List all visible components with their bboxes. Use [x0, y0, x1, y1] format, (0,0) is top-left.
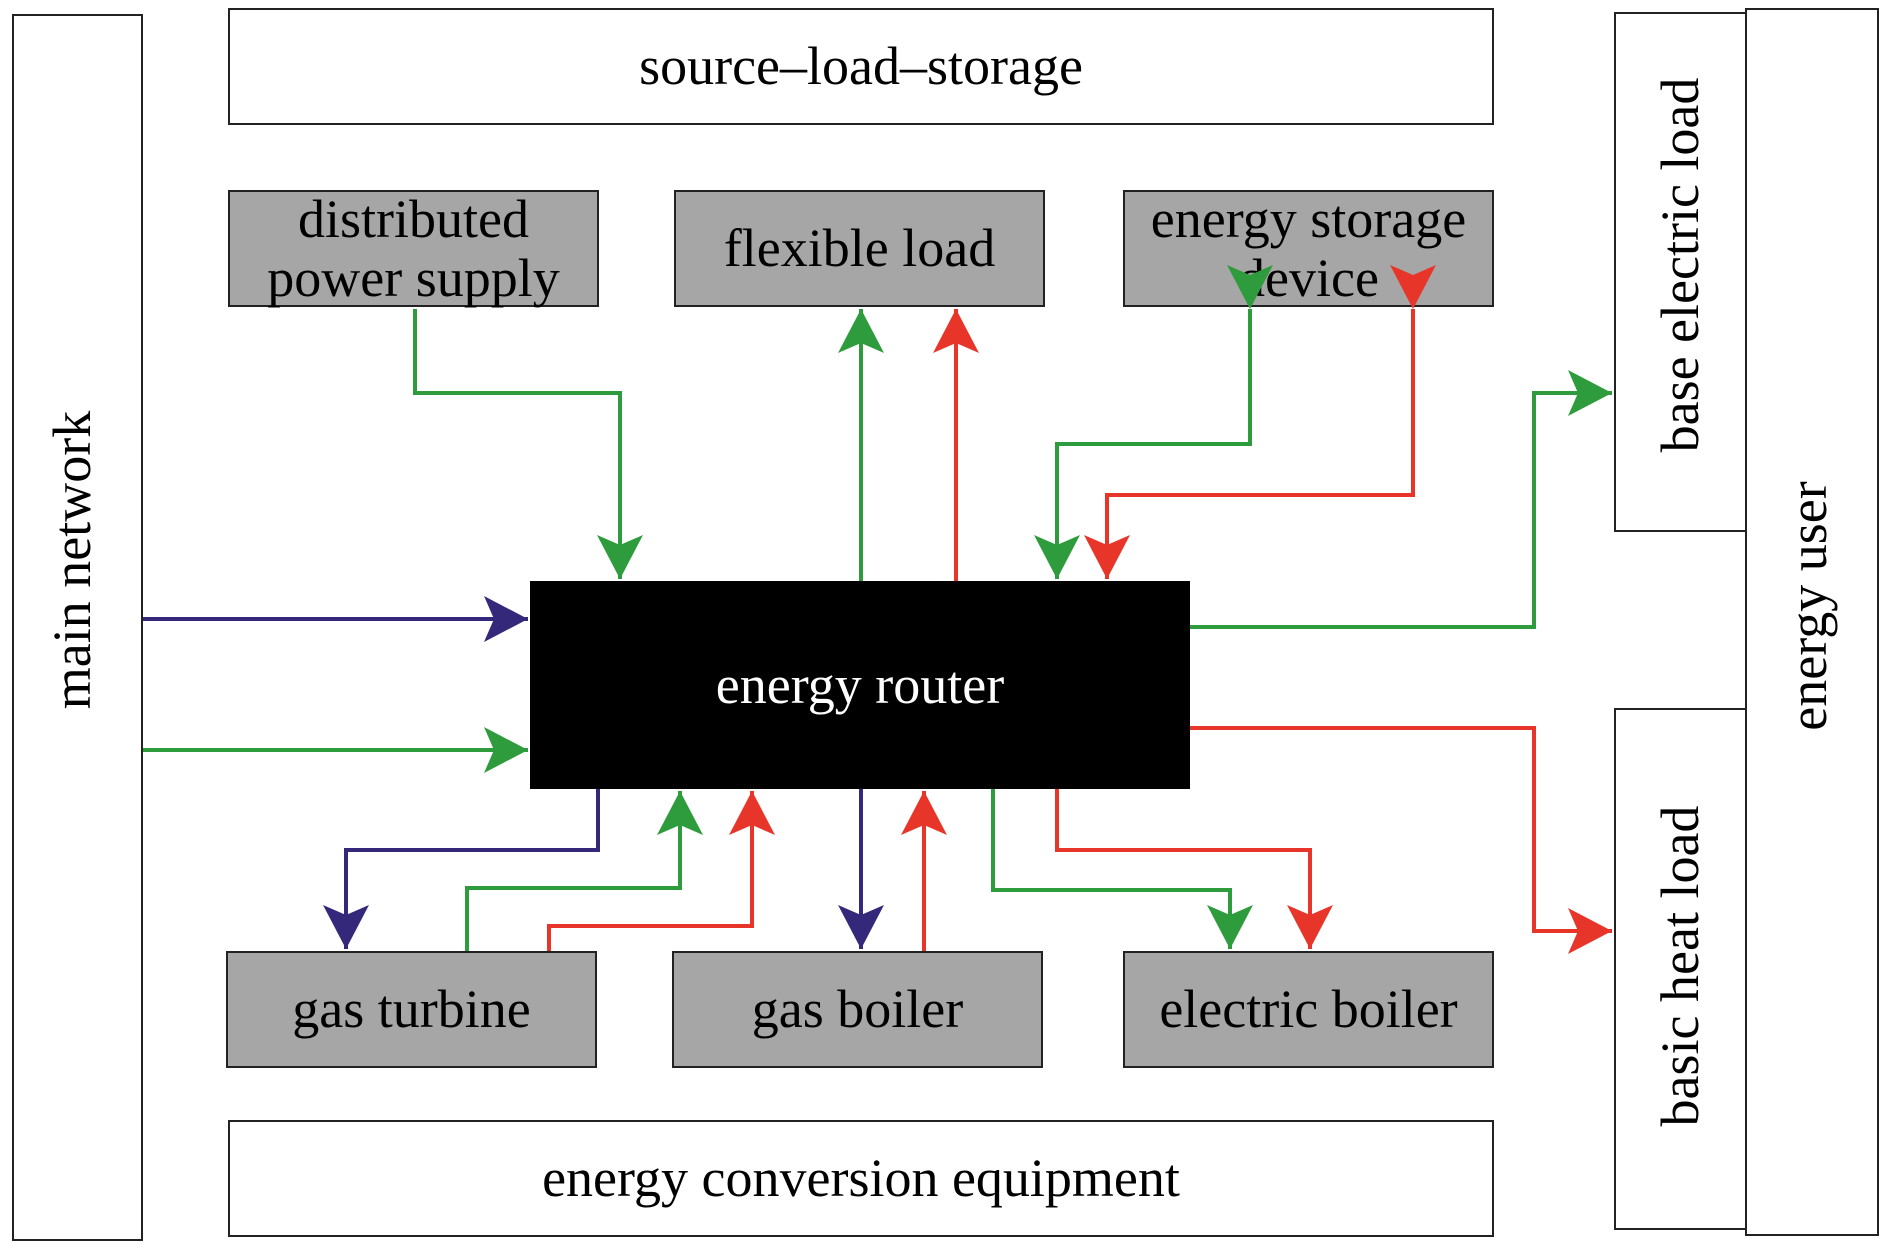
- energy-router-label: energy router: [715, 654, 1005, 715]
- energy-conversion-equipment-box: energy conversion equipment: [228, 1120, 1494, 1237]
- source-load-storage-box: source–load–storage: [228, 8, 1494, 125]
- electric-flow-router-to-base-load: [1190, 370, 1612, 629]
- distributed-power-supply-label-line2: power supply: [267, 247, 560, 308]
- distributed-power-supply-label-line1: distributed: [298, 189, 529, 250]
- flexible-load-label: flexible load: [723, 218, 996, 279]
- electric-boiler-label: electric boiler: [1159, 979, 1458, 1040]
- distributed-power-supply-box: distributed power supply: [228, 190, 599, 307]
- gas-turbine-label: gas turbine: [292, 979, 531, 1040]
- energy-router-box: energy router: [530, 581, 1190, 789]
- electric-flow-turbine-to-router: [465, 791, 703, 951]
- electric-flow-storage-to-router: [1034, 265, 1273, 579]
- heat-flow-storage-to-router: [1084, 265, 1436, 579]
- heat-flow-turbine-to-router: [547, 791, 775, 951]
- gas-turbine-box: gas turbine: [226, 951, 597, 1068]
- gas-boiler-box: gas boiler: [672, 951, 1043, 1068]
- main-network-box: [12, 14, 143, 1241]
- gas-flow-router-to-turbine: [323, 789, 600, 949]
- flexible-load-box: flexible load: [674, 190, 1045, 307]
- energy-storage-device-label-line1: energy storage: [1150, 189, 1467, 250]
- base-electric-load-box: [1614, 12, 1747, 532]
- basic-heat-load-box: [1614, 708, 1747, 1230]
- electric-flow-dps-to-router: [413, 309, 643, 579]
- energy-conversion-equipment-label: energy conversion equipment: [542, 1148, 1180, 1209]
- source-load-storage-label: source–load–storage: [639, 36, 1083, 97]
- electric-boiler-box: electric boiler: [1123, 951, 1494, 1068]
- heat-flow-router-to-electric-boiler: [1055, 789, 1333, 949]
- electric-flow-router-to-electric-boiler: [991, 789, 1253, 949]
- heat-flow-router-to-heat-load: [1190, 726, 1612, 954]
- energy-user-box: [1745, 8, 1879, 1236]
- gas-boiler-label: gas boiler: [751, 979, 964, 1040]
